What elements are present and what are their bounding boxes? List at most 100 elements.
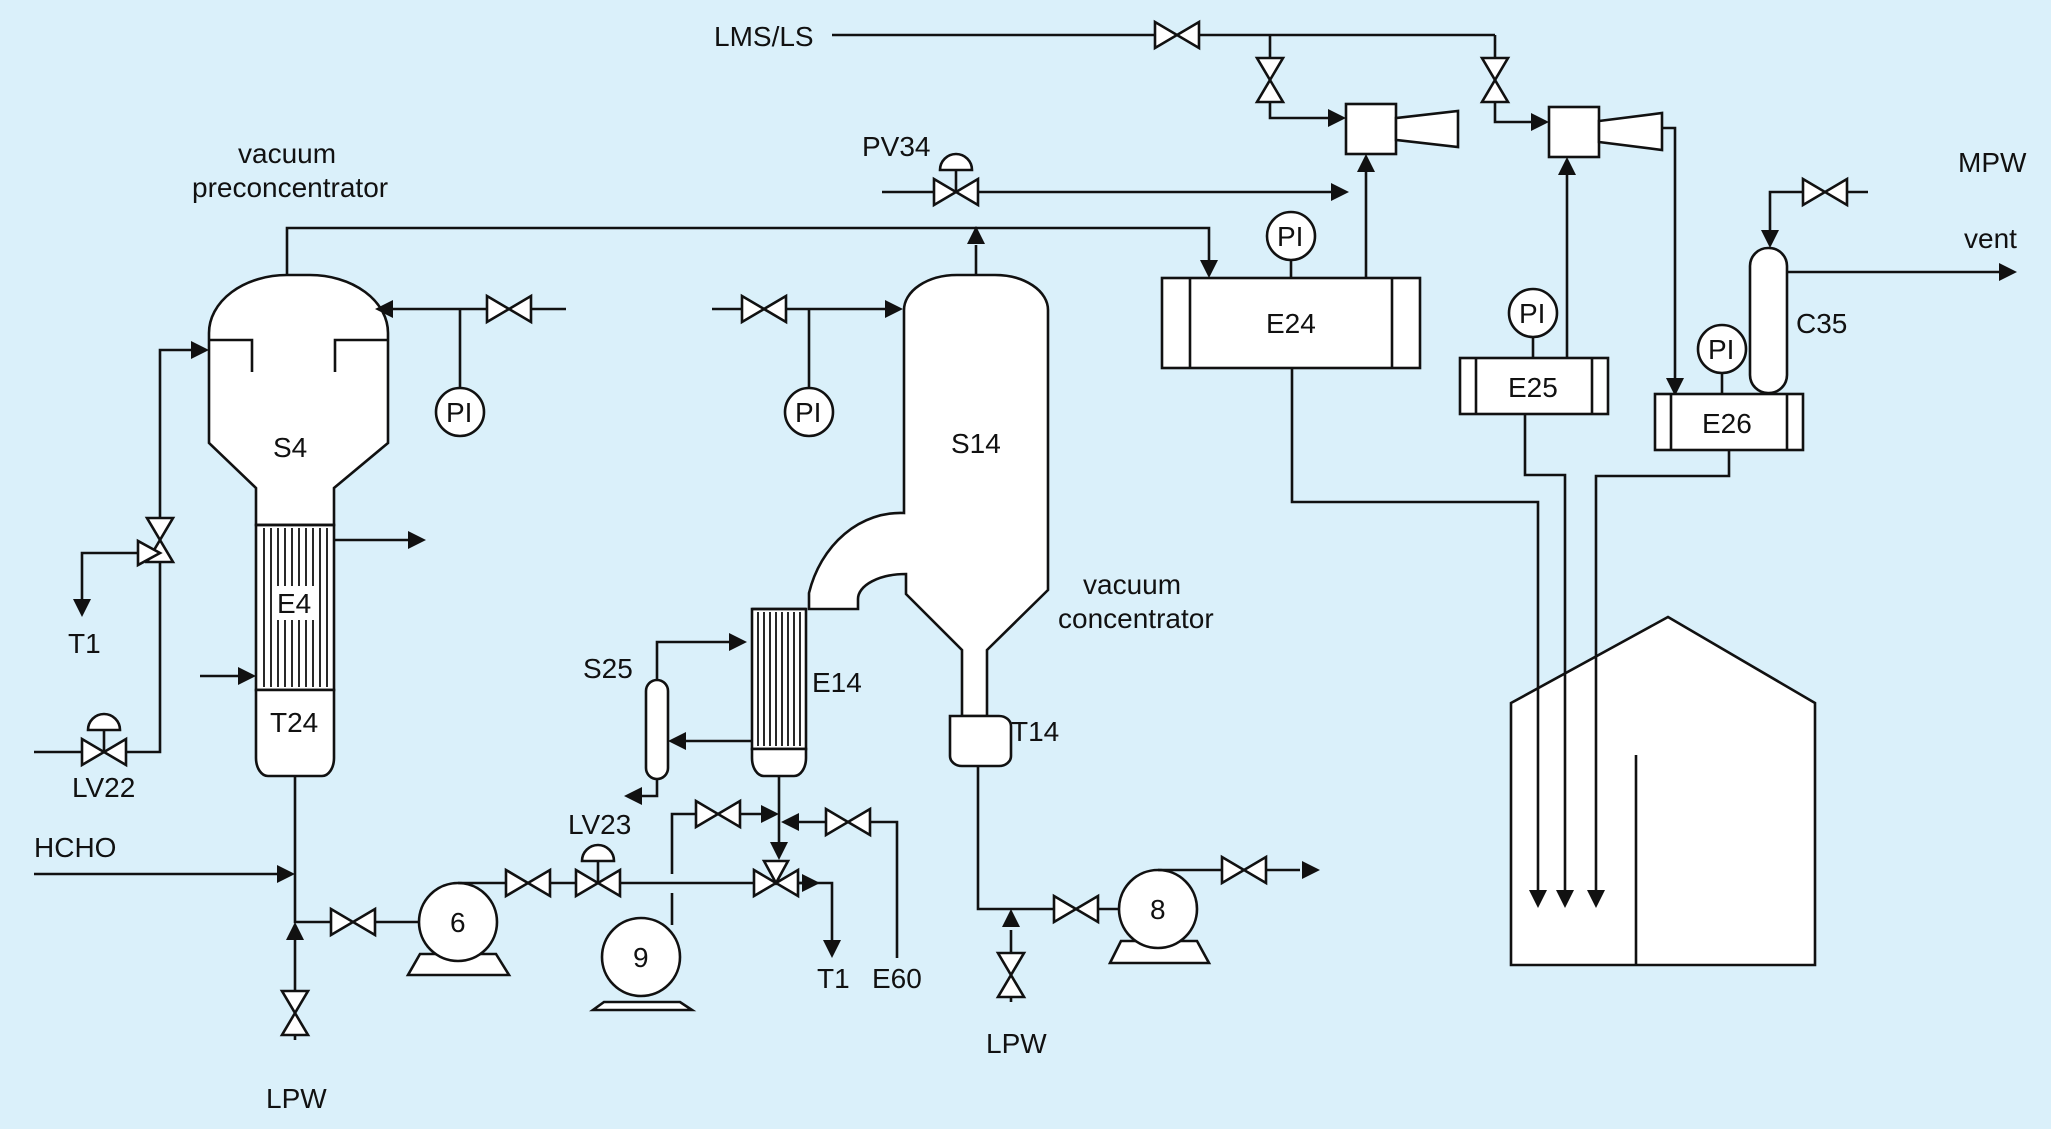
lv22-label: LV22	[72, 772, 135, 803]
svg-text:PI: PI	[795, 397, 821, 428]
vacuum-concentrator-label-1: vacuum	[1083, 569, 1181, 600]
condenser-e24[interactable]	[1160, 276, 1422, 370]
t14-label: T14	[1011, 716, 1059, 747]
t14-outlet-line	[976, 766, 1125, 1002]
pump-6[interactable]	[405, 881, 512, 977]
lpw-valve-mid[interactable]	[996, 951, 1026, 999]
recycle-line-pump9	[670, 805, 779, 925]
three-way-valve-e14-outlet[interactable]	[752, 859, 800, 898]
pi-e25[interactable]: PI	[1507, 287, 1559, 339]
lv23-label: LV23	[568, 809, 631, 840]
lms-ls-label: LMS/LS	[714, 21, 814, 52]
svg-text:PI: PI	[1519, 298, 1545, 329]
pump6-label: 6	[450, 907, 466, 938]
pi-s4[interactable]: PI	[434, 386, 486, 438]
s4-steam-line	[375, 300, 566, 388]
e26-label: E26	[1702, 408, 1752, 439]
lpw-valve-left[interactable]	[280, 989, 310, 1037]
e14-outlet-line	[770, 776, 788, 860]
tank-t14[interactable]	[948, 714, 1013, 768]
s14-label: S14	[951, 428, 1001, 459]
lpw-mid-label: LPW	[986, 1028, 1047, 1059]
mpw-label: MPW	[1958, 147, 2027, 178]
pump6-discharge-valve[interactable]	[504, 868, 552, 898]
pv34-control-valve[interactable]	[932, 152, 980, 207]
heat-exchanger-e4[interactable]	[254, 523, 336, 692]
e60-label: E60	[872, 963, 922, 994]
s14-steam-valve[interactable]	[740, 294, 788, 324]
steam-ejector-2[interactable]	[1547, 105, 1664, 159]
t24-label: T24	[270, 707, 318, 738]
vacuum-concentrator-label-2: concentrator	[1058, 603, 1214, 634]
lv22-control-valve[interactable]	[80, 712, 128, 767]
e14-to-s25-line	[668, 732, 752, 750]
pump6-suction-valve[interactable]	[329, 907, 377, 937]
s25-to-e14-line	[655, 633, 747, 680]
svg-text:PI: PI	[446, 397, 472, 428]
hotwell-tank[interactable]	[1509, 615, 1817, 967]
ejector-2-discharge-line	[1662, 126, 1684, 396]
lv23-control-valve[interactable]	[574, 843, 622, 898]
e24-label: E24	[1266, 308, 1316, 339]
column-c35[interactable]	[1748, 246, 1789, 395]
heat-exchanger-e14[interactable]	[750, 607, 808, 751]
e25-label: E25	[1508, 372, 1558, 403]
s4-vapour-line	[285, 226, 1218, 278]
vacuum-preconcentrator-label-1: vacuum	[238, 138, 336, 169]
tank-t24[interactable]	[254, 688, 336, 778]
e14-bottom-head	[750, 747, 808, 778]
e4-inlet-line	[200, 667, 256, 685]
steam-ejector-1[interactable]	[1344, 102, 1460, 156]
s25-drain-line	[624, 779, 659, 805]
s14-vapour-line	[967, 226, 985, 275]
t1-left-label: T1	[68, 628, 101, 659]
steam-valve-ejector-1[interactable]	[1255, 56, 1285, 104]
svg-text:PI: PI	[1277, 221, 1303, 252]
separator-s4[interactable]	[207, 273, 390, 527]
pump8-suction-valve[interactable]	[1052, 894, 1100, 924]
vent-label: vent	[1964, 223, 2017, 254]
pump9-label: 9	[633, 942, 649, 973]
steam-valve-ejector-2[interactable]	[1480, 56, 1510, 104]
pi-s14[interactable]: PI	[783, 386, 835, 438]
s4-label: S4	[273, 432, 307, 463]
pump-8[interactable]	[1107, 868, 1212, 965]
steam-valve-main[interactable]	[1153, 20, 1201, 50]
pi-e26[interactable]: PI	[1696, 323, 1748, 375]
s14-steam-line	[712, 300, 903, 388]
c35-label: C35	[1796, 308, 1847, 339]
s25-label: S25	[583, 653, 633, 684]
hcho-label: HCHO	[34, 832, 116, 863]
e14-label: E14	[812, 667, 862, 698]
e25-to-ejector-2-line	[1558, 157, 1576, 358]
e4-outlet-line	[334, 531, 426, 549]
lv22-line	[34, 341, 209, 754]
separator-s25[interactable]	[644, 678, 670, 781]
vent-line	[1787, 263, 2017, 281]
pump-9[interactable]	[589, 916, 697, 1012]
pv34-label: PV34	[862, 131, 931, 162]
pi-e24[interactable]: PI	[1265, 210, 1317, 262]
condenser-e25[interactable]	[1458, 356, 1610, 416]
e60-valve[interactable]	[824, 807, 872, 837]
mpw-line	[1761, 190, 1868, 248]
concentrator-s14[interactable]	[807, 273, 1050, 718]
s4-steam-valve[interactable]	[485, 294, 533, 324]
recycle-valve[interactable]	[694, 799, 742, 829]
s4-internals	[209, 338, 388, 372]
pump8-discharge-valve[interactable]	[1220, 855, 1268, 885]
to-t1-line	[798, 881, 841, 958]
t24-outlet-line	[34, 776, 420, 1040]
svg-text:PI: PI	[1708, 334, 1734, 365]
condenser-e26[interactable]	[1653, 392, 1805, 452]
three-way-valve-lv22-line[interactable]	[136, 516, 175, 568]
mpw-valve[interactable]	[1801, 177, 1849, 207]
e4-label: E4	[277, 588, 311, 619]
lpw-left-label: LPW	[266, 1083, 327, 1114]
t1-mid-label: T1	[817, 963, 850, 994]
e24-to-ejector-1-line	[1357, 154, 1375, 278]
condensate-drain-lines	[1290, 368, 1731, 908]
pump8-label: 8	[1150, 894, 1166, 925]
vacuum-preconcentrator-label-2: preconcentrator	[192, 172, 388, 203]
